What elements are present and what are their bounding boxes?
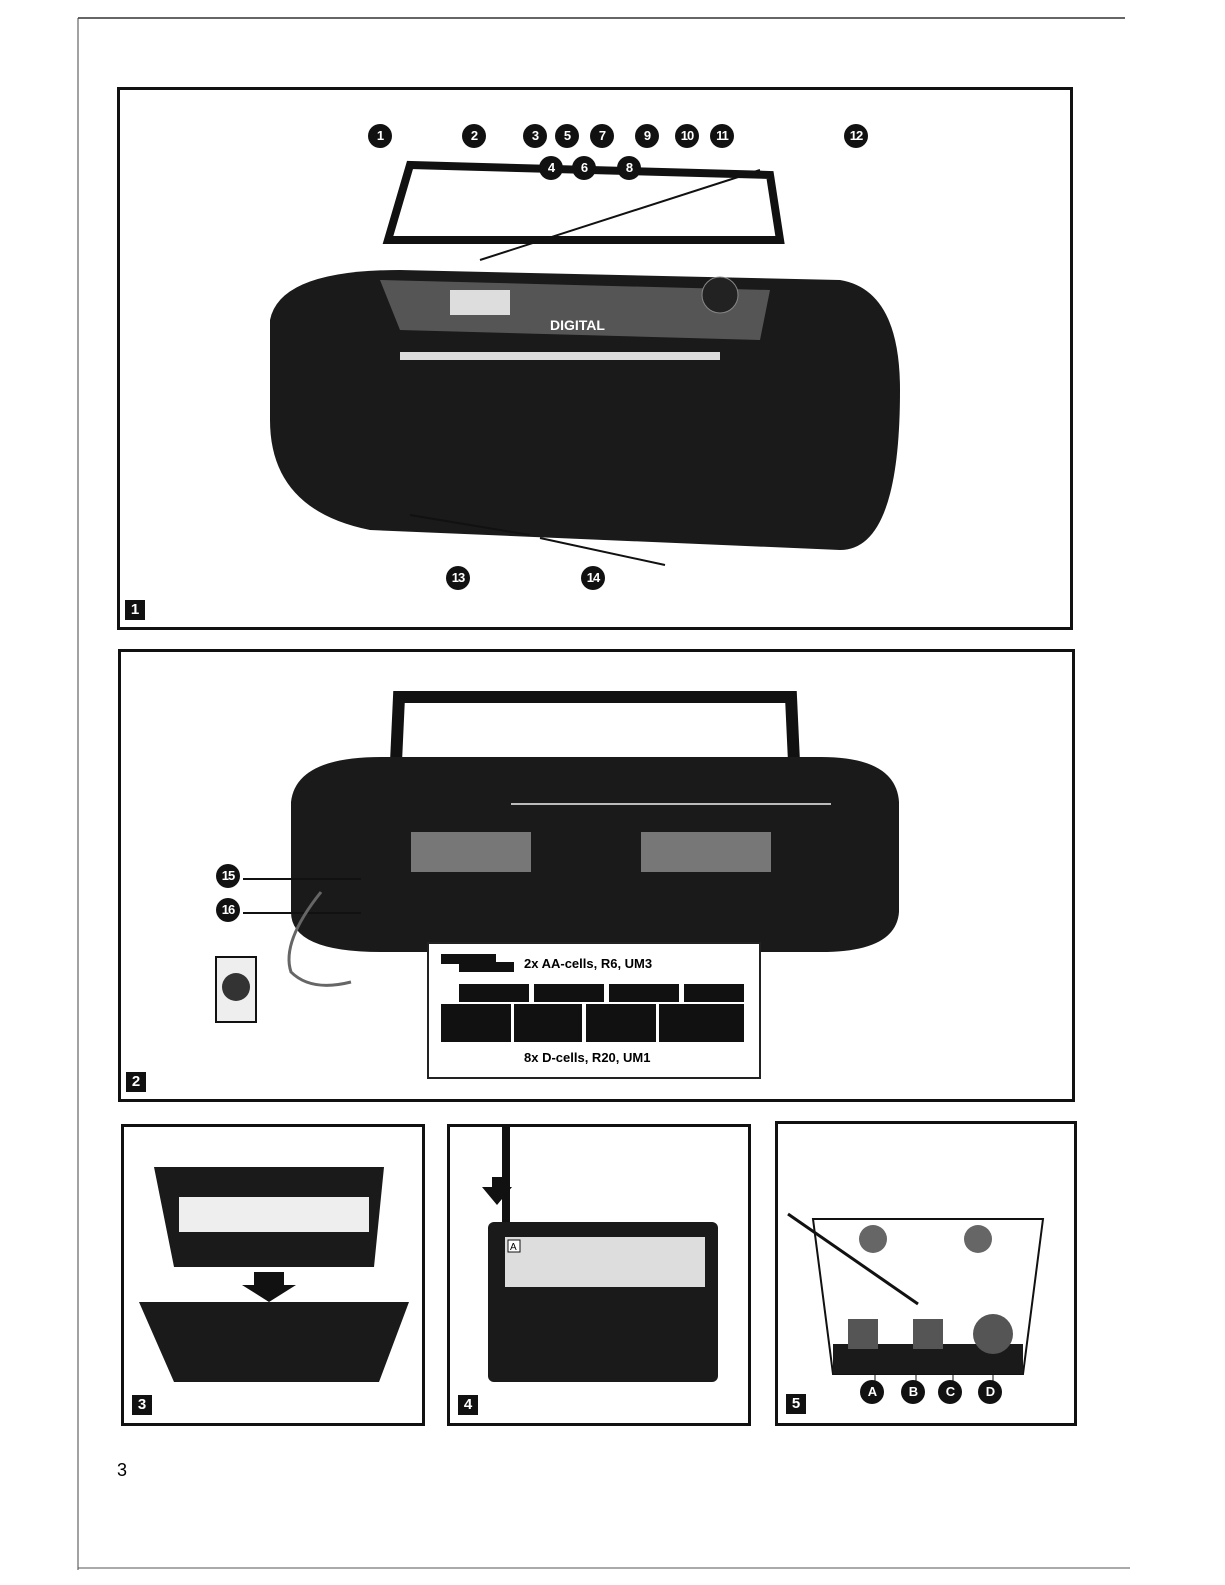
callout: 12 xyxy=(844,124,868,148)
figure-5-panel: 5 xyxy=(775,1121,1077,1426)
cassette-tab-illustration: A xyxy=(482,1127,718,1382)
figure-1-panel: DIGITAL 1 xyxy=(117,87,1073,630)
callout: 14 xyxy=(581,566,605,590)
figure-3-panel: 3 xyxy=(121,1124,425,1426)
figure-label: 5 xyxy=(786,1394,806,1414)
figure-label: 4 xyxy=(458,1395,478,1415)
aa-battery-label: 2x AA-cells, R6, UM3 xyxy=(524,956,653,971)
callout: 4 xyxy=(539,156,563,180)
callout: 1 xyxy=(368,124,392,148)
cassette-insertion-illustration xyxy=(139,1167,409,1382)
figure-label: 1 xyxy=(125,600,145,620)
figure-label: 3 xyxy=(132,1395,152,1415)
callout: 7 xyxy=(590,124,614,148)
callout: 2 xyxy=(462,124,486,148)
tape-head-cleaning-illustration xyxy=(787,1212,1045,1394)
battery-icons xyxy=(441,954,744,1042)
callout: 10 xyxy=(675,124,699,148)
callout: 8 xyxy=(617,156,641,180)
callout: 13 xyxy=(446,566,470,590)
callout: 15 xyxy=(216,864,240,888)
callout: D xyxy=(978,1380,1002,1404)
callout: 9 xyxy=(635,124,659,148)
boombox-front-illustration: DIGITAL xyxy=(270,160,900,566)
callout: 3 xyxy=(523,124,547,148)
callout: C xyxy=(938,1380,962,1404)
battery-info-box: 2x AA-cells, R6, UM3 8x D-cells, R20, UM… xyxy=(427,942,761,1079)
callout: A xyxy=(860,1380,884,1404)
figure-4-panel: A 4 xyxy=(447,1124,751,1426)
figure-label: 2 xyxy=(126,1072,146,1092)
callout: 11 xyxy=(710,124,734,148)
callout: 6 xyxy=(572,156,596,180)
d-battery-label: 8x D-cells, R20, UM1 xyxy=(524,1050,651,1065)
callout: B xyxy=(901,1380,925,1404)
cassette-side-label: A xyxy=(510,1242,517,1253)
callout: 16 xyxy=(216,898,240,922)
page-number: 3 xyxy=(117,1460,128,1480)
boombox-back-illustration xyxy=(215,691,899,1023)
brand-text: DIGITAL xyxy=(550,317,605,333)
callout: 5 xyxy=(555,124,579,148)
